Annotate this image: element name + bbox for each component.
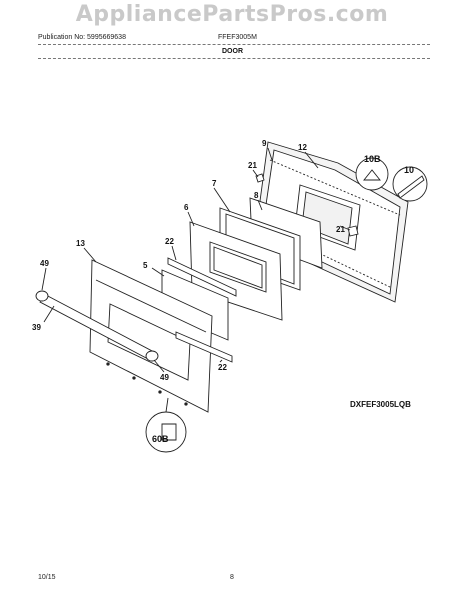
label-part-60b: 60B	[152, 434, 169, 444]
label-part-49-right: 49	[160, 373, 169, 382]
label-part-13: 13	[76, 239, 85, 248]
label-part-10b: 10B	[364, 154, 381, 164]
label-part-12: 12	[298, 143, 307, 152]
diagram-code: DXFEF3005LQB	[350, 400, 411, 409]
publication-number: Publication No: 5995669638	[38, 34, 126, 41]
label-part-9: 9	[262, 139, 267, 148]
label-part-8: 8	[254, 191, 259, 200]
label-part-6: 6	[184, 203, 189, 212]
label-part-39: 39	[32, 323, 41, 332]
label-part-10: 10	[404, 165, 414, 175]
callout-10-bubble	[392, 166, 428, 202]
label-part-7: 7	[212, 179, 217, 188]
part-screws	[255, 173, 359, 237]
header-divider	[38, 44, 430, 45]
section-title: DOOR	[222, 48, 243, 55]
footer-date: 10/15	[38, 574, 56, 581]
watermark-text: AppliancePartsPros.com	[75, 2, 389, 27]
part-trim-strip-lower	[175, 331, 233, 363]
label-part-22-upper: 22	[165, 237, 174, 246]
part-trim-strip-upper	[167, 257, 237, 297]
section-divider	[38, 58, 430, 59]
label-part-21-lower: 21	[336, 225, 345, 234]
label-part-21-upper: 21	[248, 161, 257, 170]
label-part-49-left: 49	[40, 259, 49, 268]
label-part-5: 5	[143, 261, 148, 270]
model-number: FFEF3005M	[218, 34, 257, 41]
label-part-22-lower: 22	[218, 363, 227, 372]
part-handle-caps	[35, 290, 159, 362]
callout-60b-bubble	[145, 397, 187, 453]
callout-10b-bubble	[355, 157, 389, 191]
footer-page-number: 8	[230, 574, 234, 581]
part-door-frame	[189, 221, 283, 321]
leader-lines	[41, 147, 351, 373]
